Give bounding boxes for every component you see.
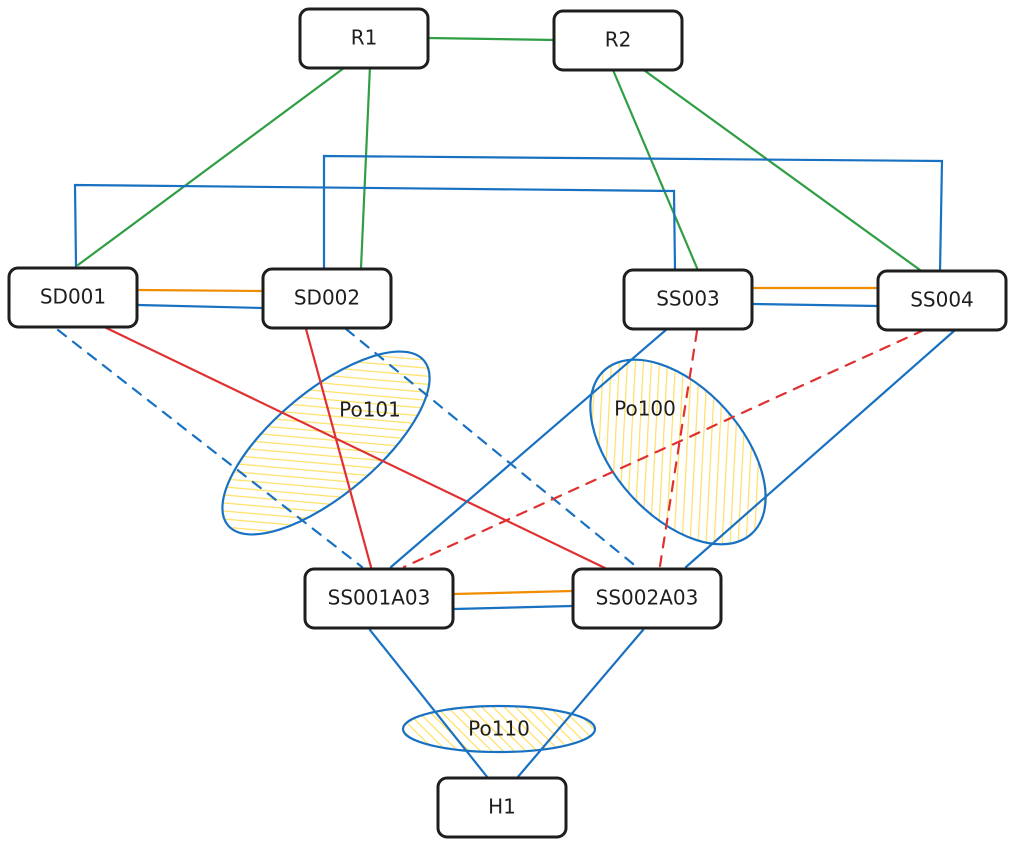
link-ss001a03-ss002a03-blue [452, 604, 574, 611]
link-sd002-ss002a03 [344, 327, 640, 570]
link-r1-sd001 [76, 63, 350, 267]
link-ss003-ss002a03 [658, 329, 699, 568]
link-ss003-ss001a03 [389, 327, 669, 569]
ss001a03-label: SS001A03 [328, 586, 431, 610]
sd001-label: SD001 [40, 285, 106, 309]
link-sd001-ss003 [73, 183, 677, 272]
link-sd002-ss001a03 [304, 327, 373, 569]
link-sd001-ss001a03 [56, 328, 364, 569]
r1-box [298, 7, 430, 70]
link-r2-ss003 [611, 68, 699, 270]
link-r1-r2 [426, 36, 558, 42]
link-ss001a03-h1 [368, 628, 490, 780]
po110-ellipse [401, 704, 597, 754]
link-r1-sd002 [359, 64, 372, 270]
link-ss002a03-h1 [515, 628, 645, 780]
ss002a03-label: SS002A03 [596, 586, 699, 610]
po101-label: Po101 [339, 398, 401, 422]
r2-label: R2 [605, 28, 632, 52]
h1-label: H1 [488, 795, 516, 819]
r1-label: R1 [351, 26, 378, 50]
ss003-label: SS003 [656, 287, 720, 311]
node-sd002[interactable]: SD002 [261, 267, 393, 330]
node-ss002a03[interactable]: SS002A03 [571, 567, 723, 630]
node-ss003[interactable]: SS003 [622, 268, 754, 331]
h1-box [436, 776, 568, 839]
link-ss001a03-ss002a03-orange [452, 589, 574, 596]
node-r1[interactable]: R1 [298, 7, 430, 70]
po100-label: Po100 [614, 397, 676, 421]
sd001-box [7, 266, 139, 329]
node-ss001a03[interactable]: SS001A03 [303, 567, 455, 630]
sd002-box [261, 267, 393, 330]
ss002a03-box [571, 567, 723, 630]
link-ss003-ss004-blue [752, 302, 880, 308]
r2-box [552, 9, 684, 72]
ss001a03-box [303, 567, 455, 630]
node-h1[interactable]: H1 [436, 776, 568, 839]
ss004-label: SS004 [910, 288, 974, 312]
link-ss004-ss001a03 [402, 328, 926, 569]
link-r2-ss004 [639, 66, 922, 272]
node-r2[interactable]: R2 [552, 9, 684, 72]
po101-ellipse [221, 350, 431, 536]
sd002-label: SD002 [294, 286, 360, 310]
node-sd001[interactable]: SD001 [7, 266, 139, 329]
ss003-box [622, 268, 754, 331]
link-sd001-sd002-blue [136, 303, 264, 310]
port-channel-po110 [401, 704, 597, 754]
links [56, 36, 956, 780]
port-channel-po101 [221, 350, 431, 536]
node-ss004[interactable]: SS004 [876, 269, 1008, 332]
link-sd001-ss002a03 [94, 321, 607, 570]
ss004-box [876, 269, 1008, 332]
po110-label: Po110 [468, 717, 530, 741]
link-ss004-ss002a03 [684, 329, 956, 569]
link-sd001-sd002-orange [136, 288, 264, 293]
link-sd002-ss004 [322, 154, 944, 274]
